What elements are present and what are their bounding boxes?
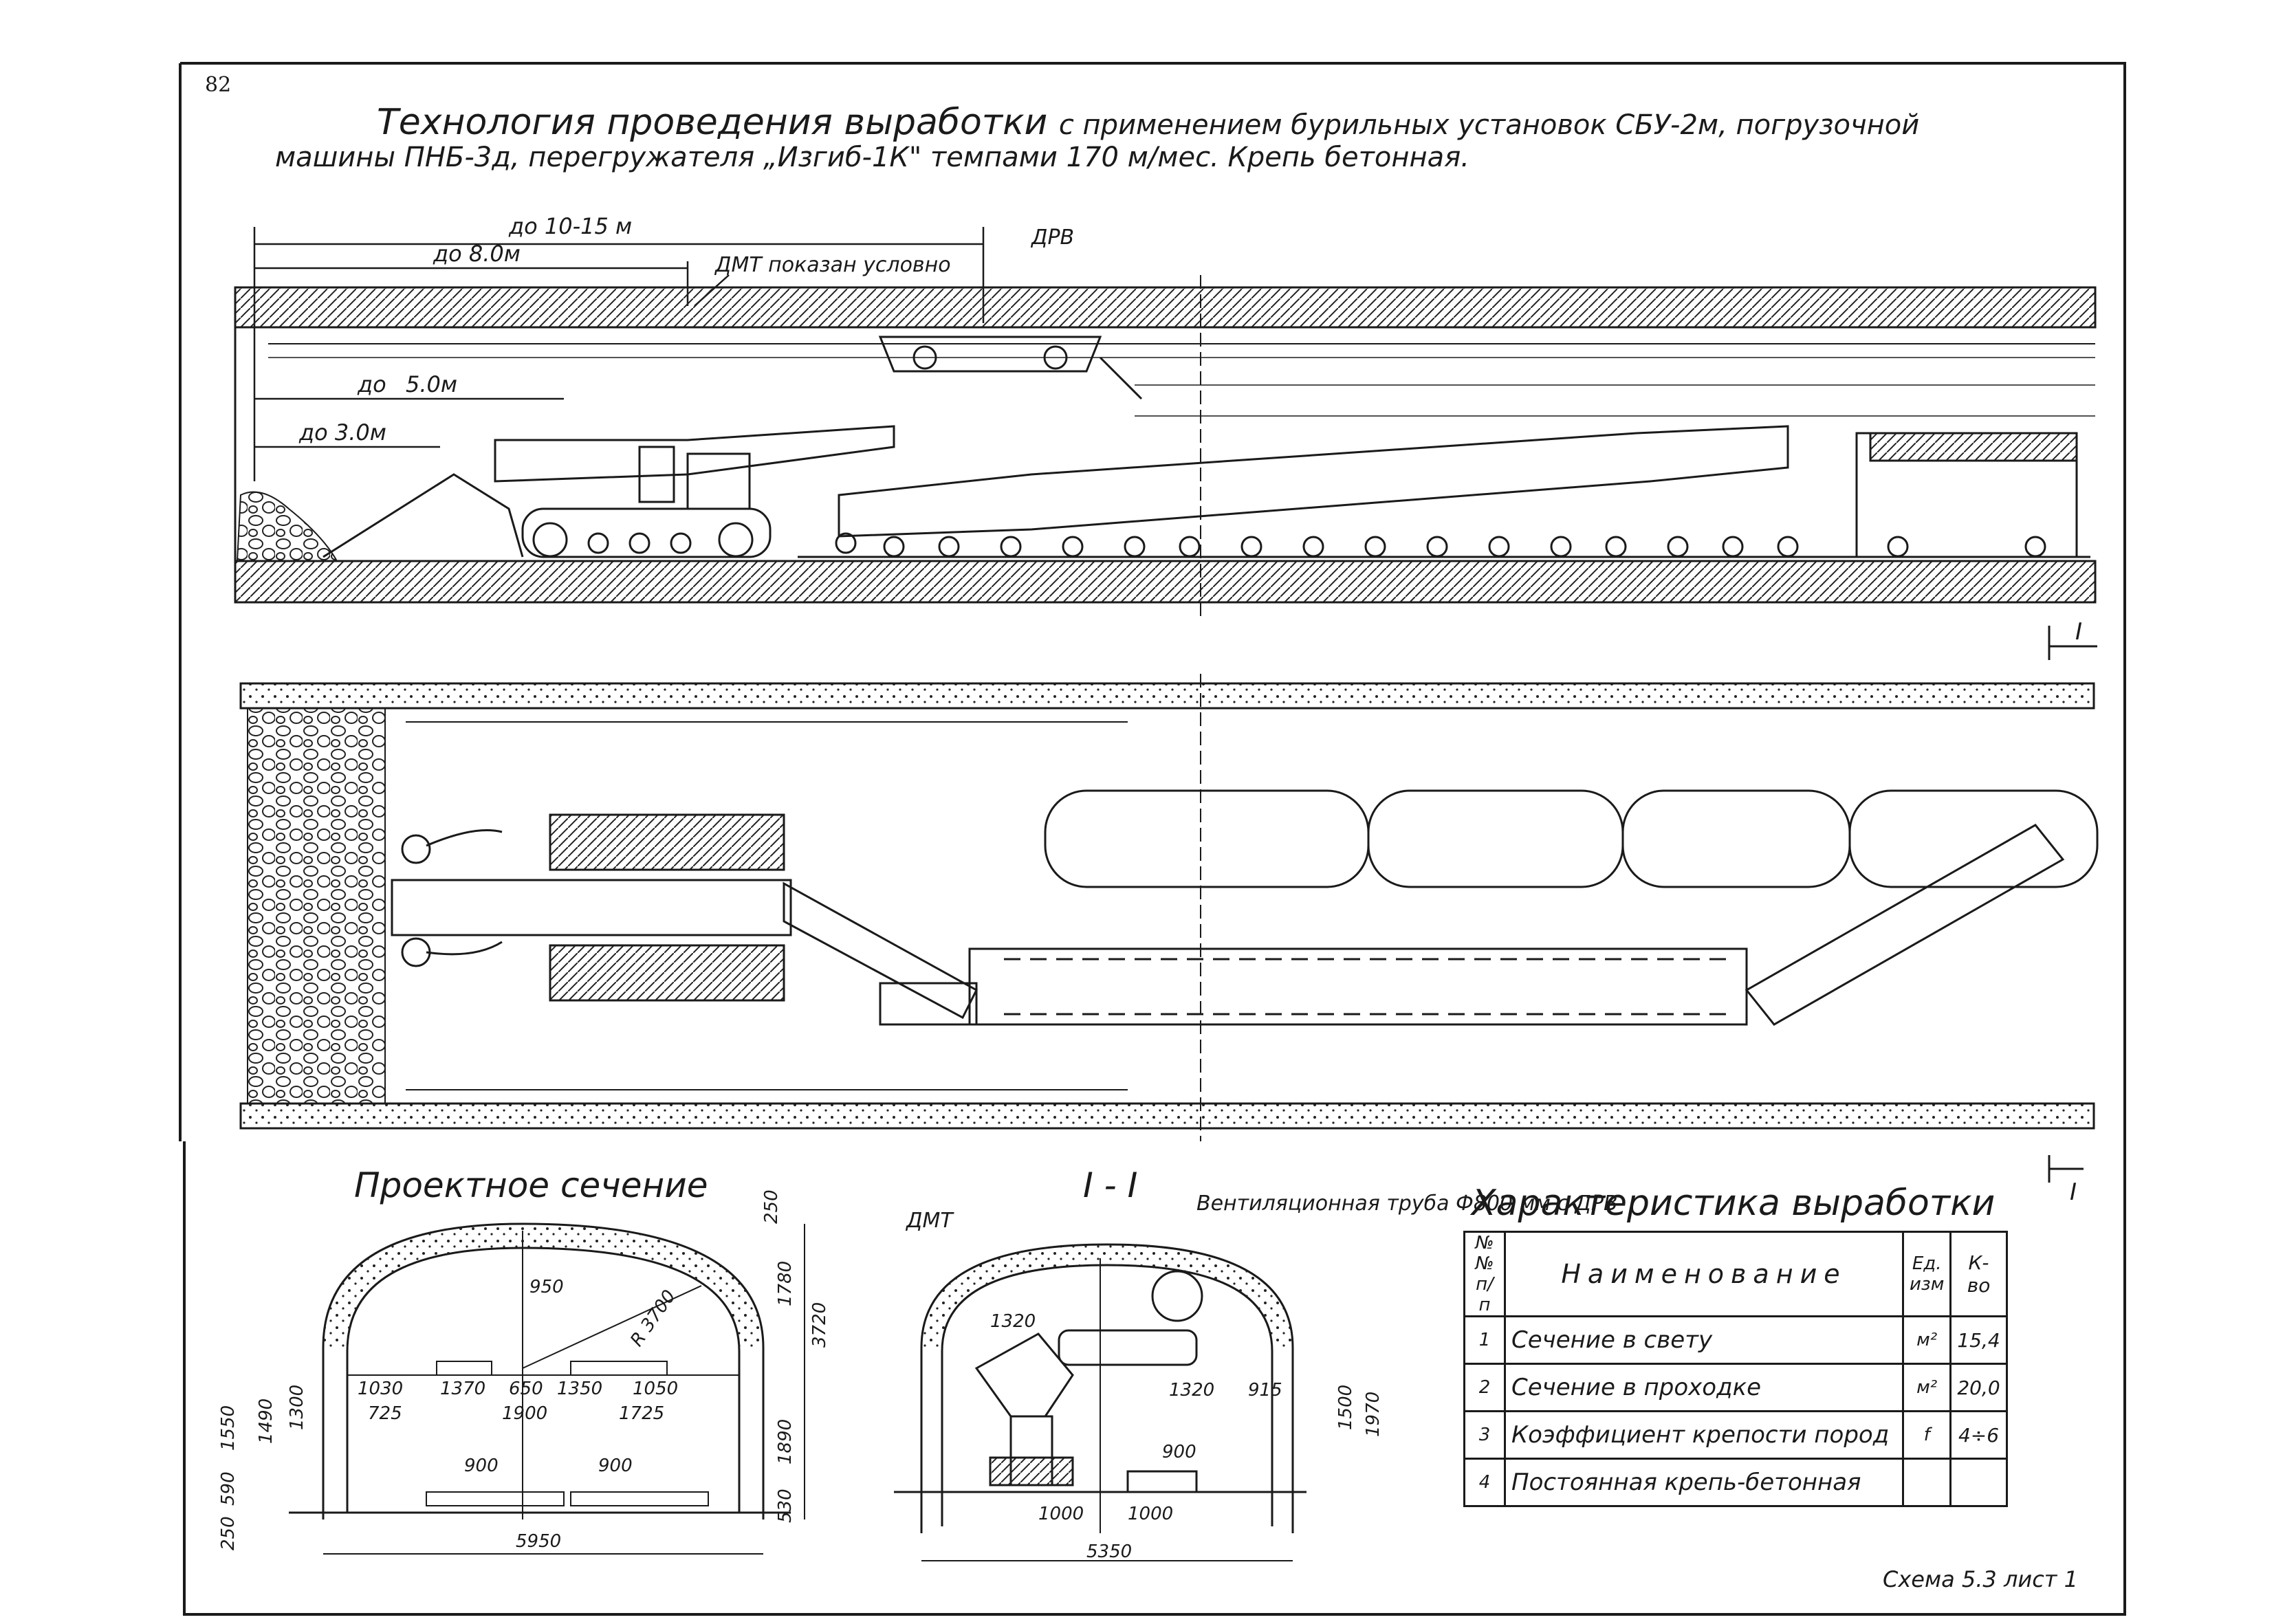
table-row: 4 Постоянная крепь-бетонная [1463,1458,2008,1507]
row-num: 3 [1463,1410,1506,1460]
row-num: 4 [1463,1458,1506,1507]
section-marker-side-label: I [2075,618,2082,646]
row-name: Сечение в свету [1504,1315,1904,1365]
svg-text:1000: 1000 [1128,1504,1173,1524]
svg-text:650: 650 [509,1379,543,1399]
header-num: №№ п/п [1463,1231,1506,1317]
svg-text:1970: 1970 [1363,1392,1384,1437]
table-row: 2 Сечение в проходке м² 20,0 [1463,1363,2008,1412]
section-marker-plan [2048,1155,2084,1183]
side-view-tunnel [234,275,2097,619]
row-unit: f [1901,1410,1952,1460]
dmt-label: ДМТ [905,1209,954,1233]
row-value [1949,1458,2008,1507]
svg-text:1050: 1050 [633,1379,678,1399]
side-view: I до 10-15 м до 8.0м ДМТ показан условно… [234,213,2097,660]
row-unit: м² [1901,1315,1952,1365]
vent-pipe-label: Вентиляционная труба Ф800 мм с ДРВ [1196,1192,1618,1216]
page-number: 82 [205,73,232,97]
section-1-1-dims: ДМТ Вентиляционная труба Ф800 мм с ДРВ 1… [905,1192,1618,1562]
svg-text:1370: 1370 [440,1379,485,1399]
row-value: 4÷6 [1949,1410,2008,1460]
svg-text:1300: 1300 [287,1385,307,1430]
svg-text:530: 530 [775,1489,796,1523]
table-row: 1 Сечение в свету м² 15,4 [1463,1315,2008,1365]
characteristics-table: №№ п/п Наименование Ед. изм К-во 1 Сечен… [1463,1231,2008,1507]
row-num: 1 [1463,1315,1506,1365]
svg-text:1500: 1500 [1335,1385,1356,1430]
svg-text:1030: 1030 [358,1379,403,1399]
svg-text:950: 950 [529,1277,564,1297]
dim-label: 5.0м [406,371,457,397]
row-name: Коэффициент крепости пород [1504,1410,1904,1460]
svg-text:725: 725 [368,1403,402,1424]
svg-text:1725: 1725 [619,1403,664,1424]
svg-text:5350: 5350 [1086,1541,1132,1562]
header-value: К-во [1949,1231,2008,1317]
svg-text:1350: 1350 [557,1379,602,1399]
svg-text:5950: 5950 [516,1531,561,1552]
section-marker-side [2048,626,2097,660]
design-section-label: Проектное сечение [354,1165,708,1205]
dim-label: до 3.0м [298,419,386,446]
table-row: 3 Коэффициент крепости пород f 4÷6 [1463,1410,2008,1460]
dim-label: до 8.0м [433,241,521,267]
section-1-1 [894,1243,1307,1561]
ventilation-fan-drv [878,336,1143,400]
svg-text:900: 900 [598,1456,633,1476]
drawing-title-rest: с применением бурильных установок СБУ-2м… [1058,109,1920,141]
dim-label: ДМТ показан условно [714,253,951,277]
drawing-title-main: Технология проведения выработки [377,102,1048,143]
plan-view: I [239,674,2099,1206]
header-unit: Ед. изм [1901,1231,1952,1317]
drawing-title: Технология проведения выработки с примен… [377,102,1919,143]
sheet-frame [179,62,2126,1616]
svg-text:250: 250 [218,1516,239,1550]
plan-drilling-rig [391,813,792,1002]
svg-text:1490: 1490 [256,1398,276,1444]
conveyor-rollers [835,532,2046,558]
row-unit [1901,1458,1952,1507]
svg-text:1320: 1320 [1169,1380,1214,1401]
row-value: 20,0 [1949,1363,2008,1412]
row-name: Постоянная крепь-бетонная [1504,1458,1904,1507]
svg-text:1320: 1320 [990,1311,1036,1332]
row-unit: м² [1901,1363,1952,1412]
drawing-title-line2: машины ПНБ-3д, перегружателя „Изгиб-1К" … [275,142,1469,173]
row-value: 15,4 [1949,1315,2008,1365]
svg-text:900: 900 [464,1456,499,1476]
row-num: 2 [1463,1363,1506,1412]
scheme-label: Схема 5.3 лист 1 [1883,1566,2078,1592]
svg-text:3720: 3720 [809,1302,830,1348]
plan-ventilation-duct [1044,789,2099,888]
svg-text:900: 900 [1162,1442,1196,1462]
section-marker-plan-label: I [2070,1178,2077,1206]
svg-text:1900: 1900 [502,1403,547,1424]
dim-label: ДРВ [1030,226,1074,250]
drilling-rig [322,425,895,558]
design-section [289,1222,805,1555]
plan-conveyor [783,824,2065,1026]
svg-text:1890: 1890 [775,1419,796,1464]
svg-text:915: 915 [1248,1380,1282,1401]
svg-text:R 3700: R 3700 [626,1286,680,1350]
svg-text:250: 250 [761,1189,782,1224]
row-name: Сечение в проходке [1504,1363,1904,1412]
svg-text:1550: 1550 [218,1405,239,1451]
side-view-dimensions [253,227,985,481]
table-header-row: №№ п/п Наименование Ед. изм К-во [1463,1231,2008,1317]
header-name: Наименование [1504,1231,1904,1317]
characteristics-title: Характеристика выработки [1472,1183,1996,1224]
dim-label: до 10-15 м [508,213,632,239]
svg-text:590: 590 [218,1471,239,1506]
dim-label: до [357,371,386,397]
section-1-1-label: I - I [1083,1165,1138,1205]
svg-text:1780: 1780 [775,1261,796,1306]
svg-text:1000: 1000 [1038,1504,1084,1524]
